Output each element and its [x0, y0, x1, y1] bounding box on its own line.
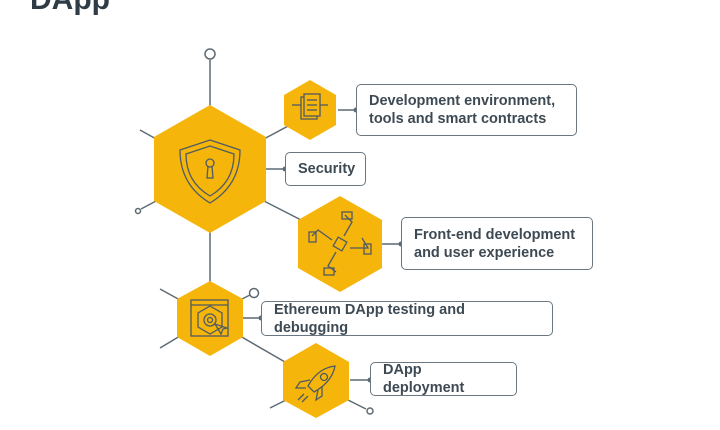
hands-cube-icon — [308, 211, 372, 276]
hex-testing — [177, 281, 243, 356]
hex-frontend — [298, 196, 382, 292]
node-label-security: Security — [285, 152, 366, 186]
hexagons — [154, 80, 382, 418]
node-label-deployment: DApp deployment — [370, 362, 517, 396]
page-title: DApp — [30, 0, 110, 17]
rocket-icon — [294, 365, 336, 403]
node-label-dev-tools: Development environment, tools and smart… — [356, 84, 577, 136]
hex-deploy — [283, 343, 349, 418]
node-label-frontend: Front-end development and user experienc… — [401, 217, 593, 270]
connector-lines — [134, 48, 401, 415]
node-label-testing: Ethereum DApp testing and debugging — [261, 301, 553, 336]
gear-window-icon — [190, 299, 230, 337]
hex-security — [154, 105, 266, 233]
shield-lock-icon — [179, 139, 241, 204]
code-document-icon — [292, 93, 328, 120]
